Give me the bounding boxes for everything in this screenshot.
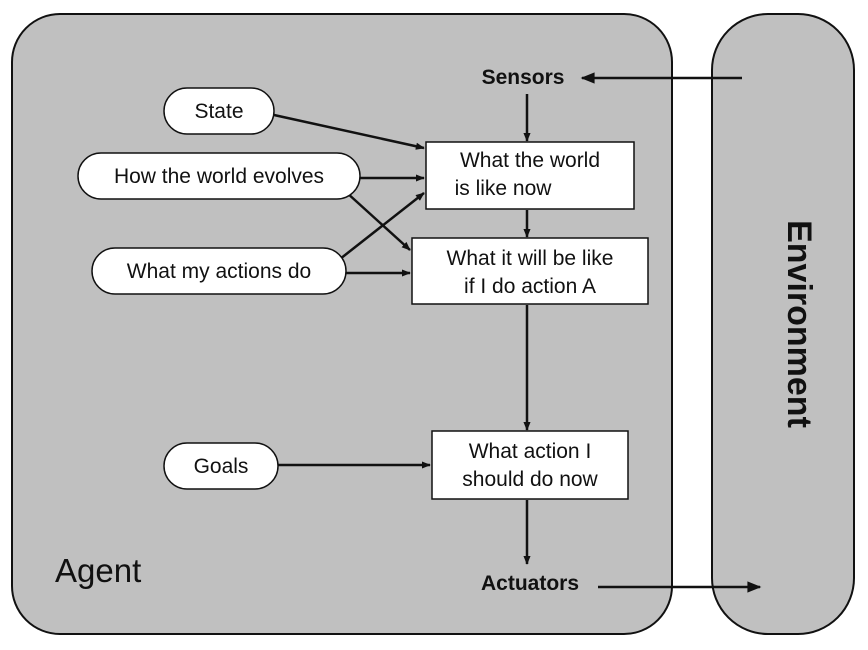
world-now-line-2: is like now [455,177,553,200]
environment-label: Environment [780,220,818,428]
agent-label: Agent [55,552,141,589]
will-be-like-line-2: if I do action A [464,275,596,298]
agent-panel [11,13,673,635]
arrow-state-to-world-now [273,113,425,150]
action-now-line-1: What action I [469,440,592,463]
goals-label: Goals [194,455,249,478]
action-now-line-2: should do now [462,468,598,491]
world-evolves-pill [77,152,361,200]
actions-do-pill [91,247,347,295]
environment-panel [711,13,855,635]
will-be-like-box [411,237,649,305]
action-now-box [431,430,629,500]
state-label: State [194,100,243,123]
goals-pill [163,442,279,490]
actuators-label: Actuators [481,572,579,595]
arrow-actions-to-world-now [339,192,425,260]
world-now-box [425,141,635,210]
actions-do-label: What my actions do [127,260,311,283]
sensors-label: Sensors [482,66,565,89]
arrow-evolves-to-will-be [345,191,411,251]
state-pill [163,87,275,135]
will-be-like-line-1: What it will be like [447,247,614,270]
world-evolves-label: How the world evolves [114,165,324,188]
world-now-line-1: What the world [460,149,600,172]
